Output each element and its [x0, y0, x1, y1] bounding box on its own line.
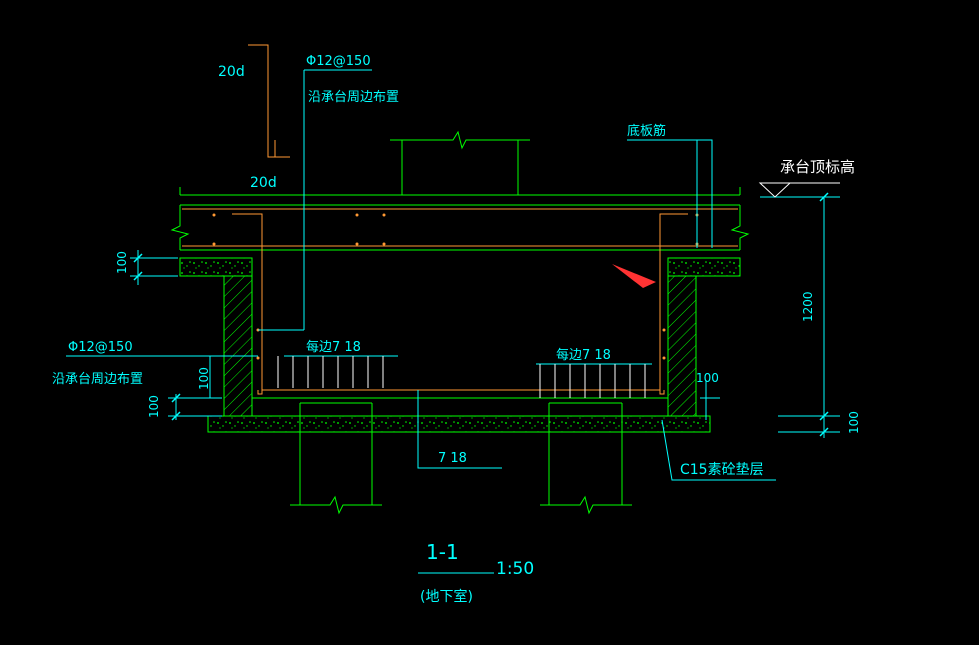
cushion-layer [207, 415, 711, 433]
rebar-dots [212, 213, 699, 360]
label-cap-top-elevation: 承台顶标高 [780, 158, 855, 176]
label-rebar-note-left: 沿承台周边布置 [52, 372, 143, 387]
dim-wall-right: 100 [696, 371, 719, 385]
section-scale: 1:50 [496, 559, 534, 579]
label-bottom-slab-rebar: 底板筋 [627, 123, 666, 139]
dimension-lines [130, 196, 840, 438]
label-anchorage-top: 20d [218, 64, 245, 80]
dim-cap-height: 1200 [801, 291, 815, 322]
label-rebar-spec-top: Φ12@150 [306, 54, 371, 69]
leader-lines [66, 69, 776, 481]
piles [290, 402, 632, 515]
cap-top-left-concrete [179, 257, 253, 277]
label-rebar-spec-left: Φ12@150 [68, 340, 133, 355]
rebar-lines [182, 44, 738, 395]
section-title: 1-1 [426, 540, 459, 564]
elevation-symbol [758, 182, 792, 198]
left-wall-hatch [223, 275, 253, 417]
label-bottom-rebar: 7 18 [438, 451, 467, 466]
stirrup-ticks-left [277, 356, 384, 388]
label-cushion-layer: C15素砼垫层 [680, 462, 764, 478]
cap-top-right-concrete [667, 257, 741, 277]
dim-cushion-right: 100 [847, 411, 861, 434]
floor-slab [170, 187, 750, 251]
red-arrow-icon [612, 264, 656, 288]
label-each-side-left: 每边7 18 [306, 339, 361, 355]
dim-wall-left-a: 100 [197, 367, 211, 390]
dim-wall-left-b: 100 [147, 395, 161, 418]
upper-column [390, 130, 530, 195]
dim-cushion-left: 100 [115, 251, 129, 274]
stirrup-ticks-right [539, 364, 646, 398]
right-wall-hatch [667, 275, 697, 417]
cap-outline [251, 258, 669, 399]
section-note: (地下室) [420, 588, 473, 605]
label-each-side-right: 每边7 18 [556, 347, 611, 363]
label-rebar-note-top: 沿承台周边布置 [308, 90, 399, 105]
dimension-ticks [133, 192, 829, 437]
label-anchorage-side: 20d [250, 175, 277, 191]
